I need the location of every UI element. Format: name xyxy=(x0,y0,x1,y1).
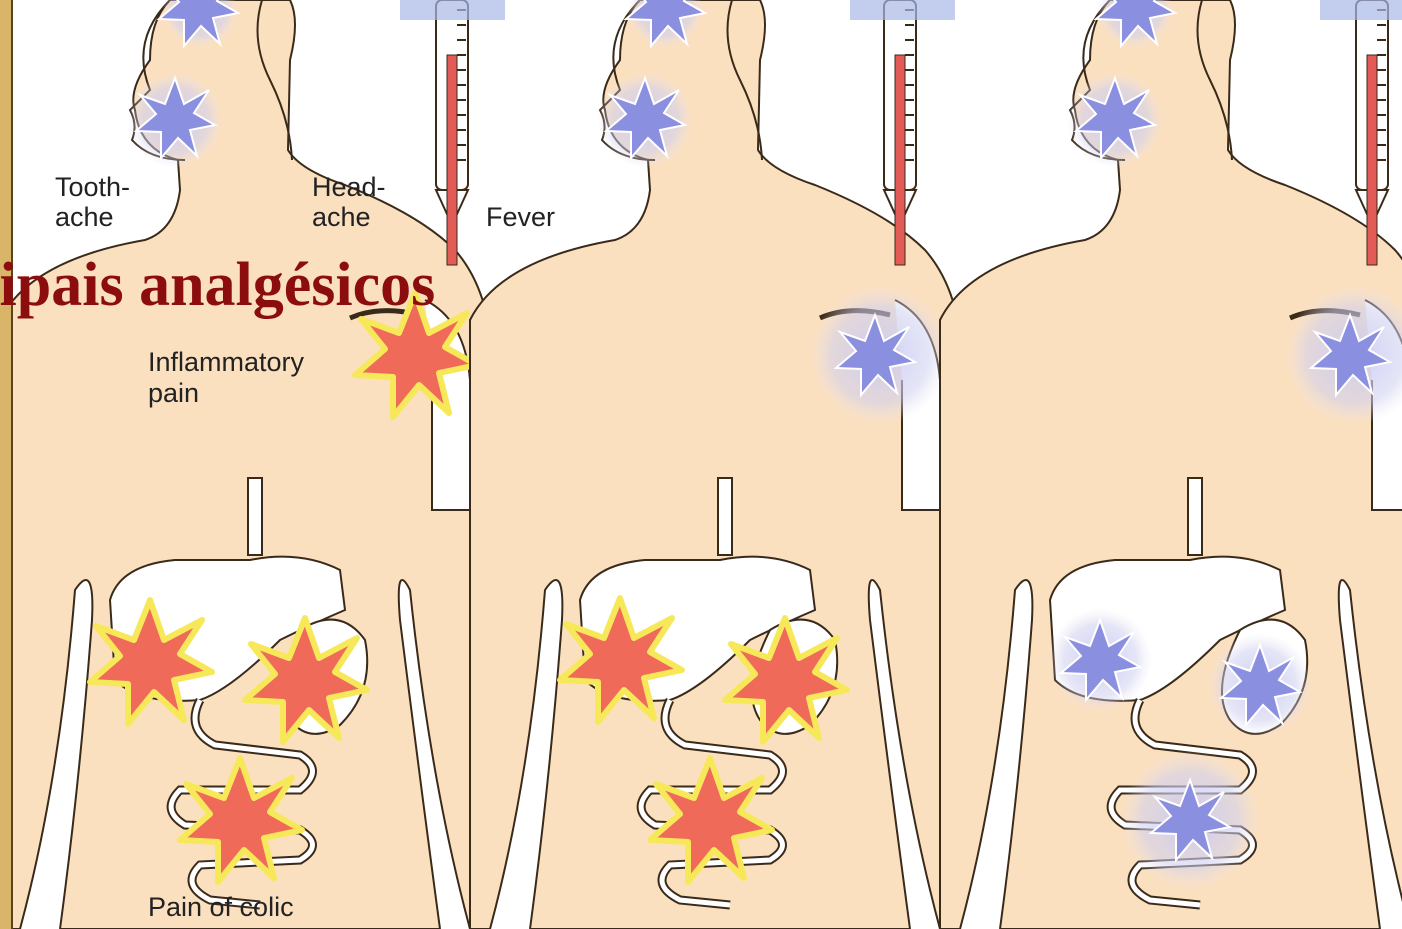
toothache-label-1: Tooth- xyxy=(55,172,130,202)
headache-label-1: Head- xyxy=(312,172,386,202)
inflammatory-label-1: Inflammatory xyxy=(148,347,305,377)
slide-title: cipais analgésicos xyxy=(0,251,435,319)
colic-label: Pain of colic xyxy=(148,892,294,922)
frame-left xyxy=(0,0,12,929)
fever-label: Fever xyxy=(486,202,555,232)
inflammatory-label-2: pain xyxy=(148,378,199,408)
headache-label-2: ache xyxy=(312,202,371,232)
toothache-label-2: ache xyxy=(55,202,114,232)
